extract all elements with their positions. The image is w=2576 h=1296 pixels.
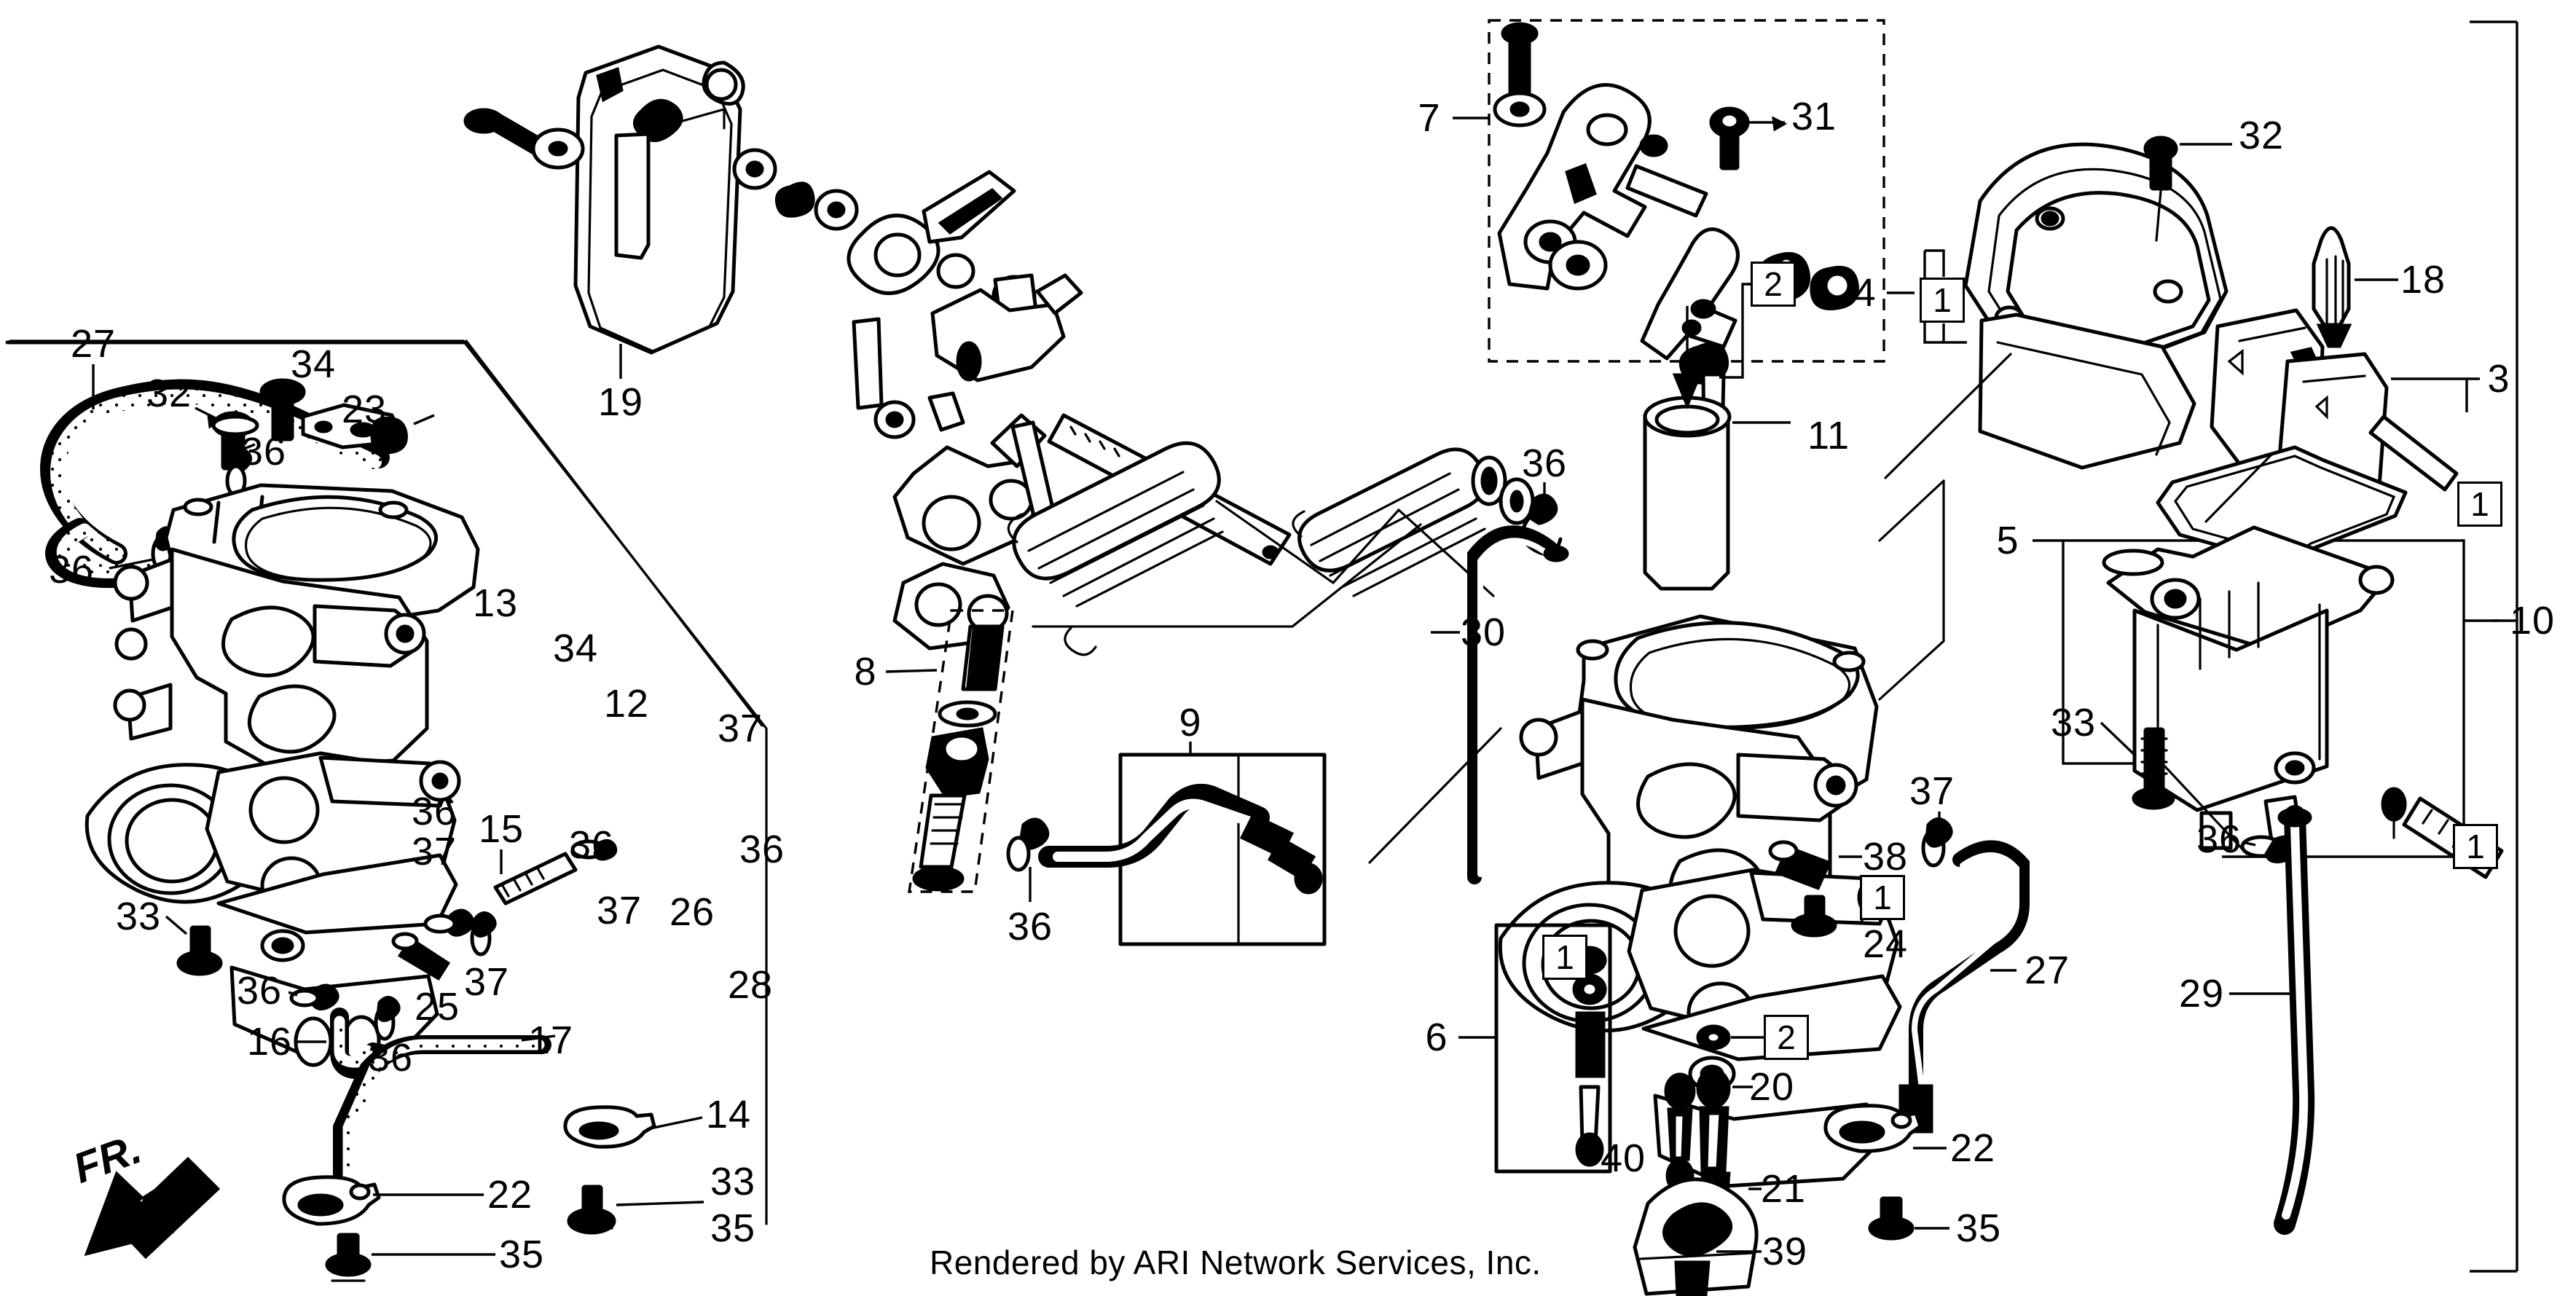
callout-13: 13 <box>472 581 519 625</box>
callout-34: 34 <box>552 627 599 670</box>
callout-36: 36 <box>240 430 287 474</box>
callout-21: 21 <box>1760 1167 1807 1211</box>
boxed-number-1: 1 <box>1542 935 1587 980</box>
callout-36-37-stack: 36 37 <box>411 789 458 873</box>
callout-33: 33 <box>115 895 162 938</box>
callout-32: 32 <box>2238 114 2285 157</box>
callout-33: 33 <box>710 1160 756 1203</box>
callout-18: 18 <box>2400 258 2446 302</box>
callout-19: 19 <box>597 380 644 424</box>
boxed-number-1: 1 <box>2453 824 2498 869</box>
callout-36: 36 <box>1007 905 1053 949</box>
callout-36: 36 <box>48 548 95 592</box>
callout-36: 36 <box>236 969 283 1013</box>
callout-36: 36 <box>2196 817 2242 861</box>
boxed-number-1: 1 <box>2457 482 2502 527</box>
callout-23: 23 <box>341 388 388 431</box>
callout-20: 20 <box>1748 1065 1795 1109</box>
callout-15: 15 <box>478 807 525 851</box>
callout-17: 17 <box>527 1018 574 1062</box>
callout-25: 25 <box>414 985 460 1029</box>
callout-35: 35 <box>710 1206 756 1250</box>
callout-14: 14 <box>705 1093 752 1136</box>
callout-30: 30 <box>1460 610 1507 654</box>
callout-35: 35 <box>1955 1206 2002 1250</box>
boxed-number-1: 1 <box>1920 278 1965 323</box>
callout-35: 35 <box>498 1233 545 1276</box>
callout-11: 11 <box>1807 414 1850 457</box>
callout-10: 10 <box>2509 599 2556 643</box>
callout-27: 27 <box>70 322 117 366</box>
boxed-number-2: 2 <box>1764 1015 1809 1060</box>
callout-6: 6 <box>1425 1016 1448 1059</box>
callout-7: 7 <box>1418 96 1441 140</box>
callout-5: 5 <box>1996 519 2019 562</box>
callout-27: 27 <box>2024 949 2070 992</box>
callout-37: 37 <box>596 889 643 932</box>
boxed-number-2: 2 <box>1751 262 1796 307</box>
callout-3: 3 <box>2487 357 2510 401</box>
callout-4: 4 <box>1853 271 1877 315</box>
boxed-number-1: 1 <box>1860 875 1905 920</box>
callout-39: 39 <box>1762 1230 1808 1273</box>
callout-22: 22 <box>1949 1126 1996 1170</box>
callout-9: 9 <box>1179 701 1202 745</box>
callout-38: 38 <box>1862 835 1909 879</box>
callout-24: 24 <box>1862 922 1909 966</box>
callout-32: 32 <box>146 372 192 415</box>
callout-12: 12 <box>603 682 650 726</box>
callout-34: 34 <box>290 342 337 386</box>
callout-37: 37 <box>1909 769 1955 813</box>
callout-33: 33 <box>2050 701 2097 745</box>
callout-8: 8 <box>854 650 877 694</box>
callout-16: 16 <box>246 1020 293 1064</box>
callout-26: 26 <box>669 890 715 934</box>
callout-31: 31 <box>1791 95 1837 138</box>
callout-36: 36 <box>568 823 615 867</box>
footer-credit: Rendered by ARI Network Services, Inc. <box>930 1244 1542 1281</box>
callout-28: 28 <box>727 963 774 1007</box>
callout-36: 36 <box>367 1036 414 1080</box>
callout-36: 36 <box>1521 441 1568 485</box>
callout-29: 29 <box>2178 972 2225 1016</box>
callout-37: 37 <box>463 960 510 1004</box>
callout-37: 37 <box>717 707 763 750</box>
callout-22: 22 <box>487 1173 533 1217</box>
callout-36: 36 <box>739 828 785 871</box>
callout-40: 40 <box>1600 1136 1646 1180</box>
